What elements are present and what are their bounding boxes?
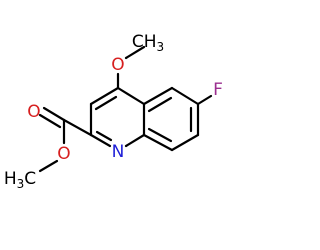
ring-nitrogen-label: N [112, 142, 125, 162]
bond-c2-ester-c [62, 118, 93, 137]
fluorine-label: F [213, 80, 223, 100]
bond-c7-c8 [170, 133, 200, 152]
bond-c4-c3 [89, 86, 120, 106]
bond-ester-o-methyl [38, 159, 59, 173]
bond-c6-f [196, 94, 213, 106]
ester-oxygen-label: O [57, 144, 70, 164]
bond-n1-c8a [124, 133, 146, 148]
bond-c2-n1 [89, 133, 112, 148]
molecule-structure: CH3 O O O N F H3C [4, 32, 223, 191]
bond-c5-c6 [170, 86, 200, 106]
bond-c2-n1-inner [95, 130, 113, 142]
bond-o-ch3-methoxy [124, 45, 146, 60]
bond-c4a-c4 [116, 86, 146, 106]
ester-methyl-label: H3C [4, 169, 36, 191]
bond-c4a-c5-inner [147, 96, 173, 113]
bond-ester-c-o-double-a [42, 106, 66, 122]
methoxy-ch3-label: CH3 [132, 32, 164, 54]
bond-c8-c8a-inner [147, 127, 173, 143]
carbonyl-oxygen-label: O [27, 102, 40, 122]
bond-c8-c8a [142, 133, 174, 152]
bond-c4-c3-inner [94, 95, 118, 111]
bond-ester-c-o-double-b [38, 113, 62, 129]
bond-c4a-c5 [142, 86, 174, 106]
methoxy-oxygen-label: O [111, 55, 124, 75]
